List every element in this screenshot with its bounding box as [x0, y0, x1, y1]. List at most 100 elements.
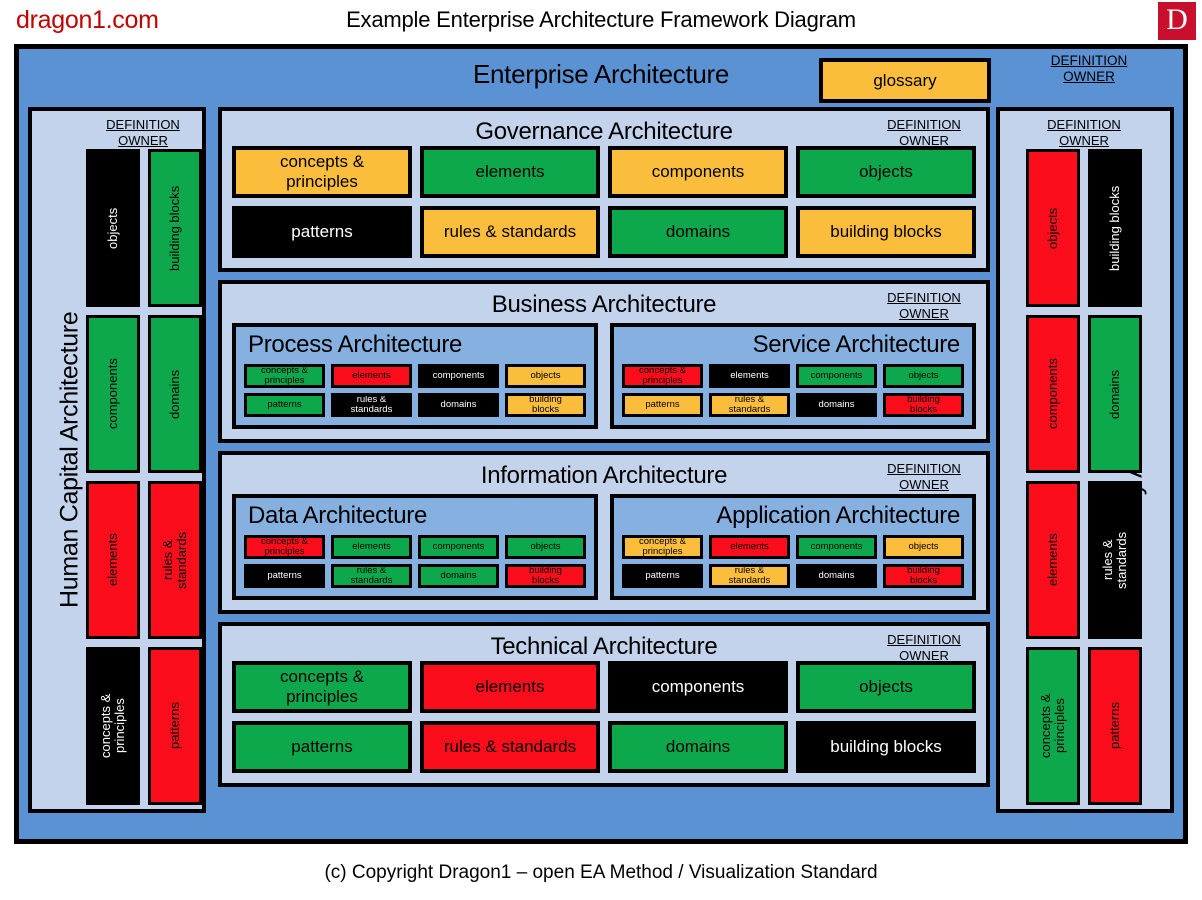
glossary-block[interactable]: glossary — [819, 58, 991, 103]
cell-building-blocks[interactable]: building blocks — [796, 721, 976, 773]
framework-frame: Enterprise Architecture glossary DEFINIT… — [14, 44, 1188, 844]
cell-building-blocks[interactable]: building blocks — [883, 393, 964, 417]
cell-objects[interactable]: objects — [1026, 149, 1080, 307]
cell-objects[interactable]: objects — [883, 364, 964, 388]
cell-components[interactable]: components — [1026, 315, 1080, 473]
cell-patterns[interactable]: patterns — [1088, 647, 1142, 805]
cell-patterns[interactable]: patterns — [232, 206, 412, 258]
cell-concepts-principles[interactable]: concepts & principles — [244, 364, 325, 388]
cell-rules-standards[interactable]: rules & standards — [420, 721, 600, 773]
cell-patterns[interactable]: patterns — [244, 564, 325, 588]
cell-elements[interactable]: elements — [709, 364, 790, 388]
side-column-security-architecture: DEFINITIONOWNERSecurity Architectureobje… — [996, 107, 1174, 813]
subpanel-title-application-architecture: Application Architecture — [716, 502, 960, 529]
subpanel-title-service-architecture: Service Architecture — [752, 331, 961, 358]
subpanel-title-process-architecture: Process Architecture — [248, 331, 463, 358]
panel-title-governance: Governance Architecture — [475, 118, 733, 145]
subpanel-title-data-architecture: Data Architecture — [248, 502, 427, 529]
cell-building-blocks[interactable]: building blocks — [148, 149, 202, 307]
cell-objects[interactable]: objects — [883, 535, 964, 559]
cell-objects[interactable]: objects — [796, 661, 976, 713]
cell-components[interactable]: components — [86, 315, 140, 473]
panel-title-information: Information Architecture — [480, 462, 728, 489]
cell-concepts-principles[interactable]: concepts & principles — [232, 146, 412, 198]
cell-rules-standards[interactable]: rules & standards — [148, 481, 202, 639]
cell-elements[interactable]: elements — [331, 535, 412, 559]
cell-patterns[interactable]: patterns — [232, 721, 412, 773]
cell-domains[interactable]: domains — [796, 564, 877, 588]
cell-elements[interactable]: elements — [420, 661, 600, 713]
cell-elements[interactable]: elements — [331, 364, 412, 388]
cell-domains[interactable]: domains — [608, 721, 788, 773]
cell-components[interactable]: components — [608, 661, 788, 713]
cell-components[interactable]: components — [418, 535, 499, 559]
cell-domains[interactable]: domains — [418, 564, 499, 588]
cell-building-blocks[interactable]: building blocks — [883, 564, 964, 588]
cell-concepts-principles[interactable]: concepts & principles — [232, 661, 412, 713]
cell-rules-standards[interactable]: rules & standards — [709, 564, 790, 588]
cell-objects[interactable]: objects — [505, 364, 586, 388]
cell-objects[interactable]: objects — [796, 146, 976, 198]
cell-elements[interactable]: elements — [709, 535, 790, 559]
brand-label: dragon1.com — [16, 6, 159, 34]
panel-title-technical: Technical Architecture — [490, 633, 718, 660]
cell-building-blocks[interactable]: building blocks — [505, 564, 586, 588]
cell-domains[interactable]: domains — [796, 393, 877, 417]
cell-patterns[interactable]: patterns — [244, 393, 325, 417]
subpanel-application-architecture: Application Architecture concepts & princ… — [610, 494, 976, 600]
cell-domains[interactable]: domains — [608, 206, 788, 258]
cell-patterns[interactable]: patterns — [622, 393, 703, 417]
cell-concepts-principles[interactable]: concepts & principles — [86, 647, 140, 805]
cell-building-blocks[interactable]: building blocks — [505, 393, 586, 417]
cell-concepts-principles[interactable]: concepts & principles — [622, 535, 703, 559]
cell-components[interactable]: components — [796, 535, 877, 559]
cell-concepts-principles[interactable]: concepts & principles — [244, 535, 325, 559]
cell-patterns[interactable]: patterns — [148, 647, 202, 805]
cell-rules-standards[interactable]: rules & standards — [709, 393, 790, 417]
cell-components[interactable]: components — [796, 364, 877, 388]
cell-rules-standards[interactable]: rules & standards — [1088, 481, 1142, 639]
cell-elements[interactable]: elements — [420, 146, 600, 198]
cell-elements[interactable]: elements — [86, 481, 140, 639]
page-title: Example Enterprise Architecture Framewor… — [346, 7, 856, 32]
cell-elements[interactable]: elements — [1026, 481, 1080, 639]
cell-components[interactable]: components — [418, 364, 499, 388]
cell-components[interactable]: components — [608, 146, 788, 198]
cell-objects[interactable]: objects — [505, 535, 586, 559]
cell-building-blocks[interactable]: building blocks — [796, 206, 976, 258]
cell-concepts-principles[interactable]: concepts & principles — [622, 364, 703, 388]
cell-objects[interactable]: objects — [86, 149, 140, 307]
cell-concepts-principles[interactable]: concepts & principles — [1026, 647, 1080, 805]
cell-domains[interactable]: domains — [418, 393, 499, 417]
copyright-footer: (c) Copyright Dragon1 – open EA Method /… — [324, 862, 878, 883]
logo-letter: D — [1166, 3, 1188, 36]
cell-domains[interactable]: domains — [148, 315, 202, 473]
cell-rules-standards[interactable]: rules & standards — [331, 393, 412, 417]
cell-patterns[interactable]: patterns — [622, 564, 703, 588]
cell-rules-standards[interactable]: rules & standards — [420, 206, 600, 258]
cell-building-blocks[interactable]: building blocks — [1088, 149, 1142, 307]
cell-rules-standards[interactable]: rules & standards — [331, 564, 412, 588]
cell-domains[interactable]: domains — [1088, 315, 1142, 473]
